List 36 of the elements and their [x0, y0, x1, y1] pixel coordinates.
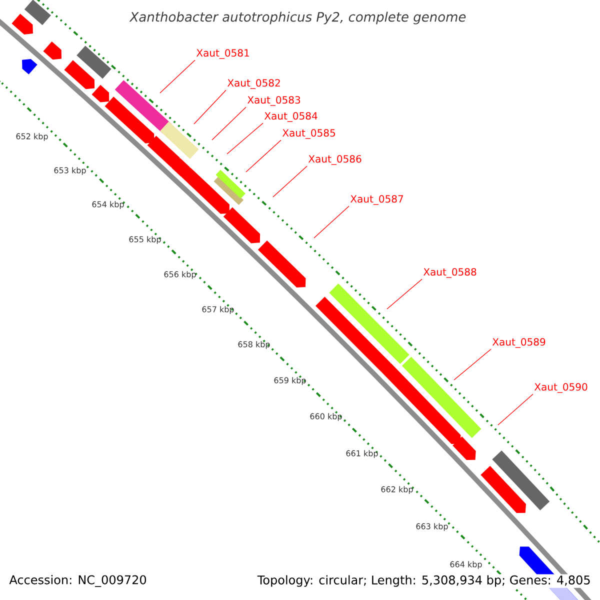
- scale-label: 661 kbp: [346, 450, 378, 458]
- leader-line: [272, 166, 308, 198]
- scale-label: 663 kbp: [416, 523, 448, 531]
- gene-label: Xaut_0585: [282, 129, 335, 139]
- gene-label: Xaut_0586: [308, 155, 362, 165]
- gene-label: Xaut_0589: [492, 338, 546, 348]
- gene-label: Xaut_0584: [264, 112, 318, 122]
- scale-label: 659 kbp: [274, 377, 306, 385]
- gene-label: Xaut_0581: [196, 49, 249, 59]
- leader-line: [246, 140, 282, 172]
- scale-label: 655 kbp: [129, 236, 161, 244]
- scale-label: 662 kbp: [381, 486, 413, 494]
- scale-label: 657 kbp: [202, 306, 234, 314]
- scale-label: 658 kbp: [238, 341, 270, 349]
- scale-label: 660 kbp: [310, 413, 342, 421]
- leader-line: [194, 90, 226, 124]
- leader-line: [212, 106, 246, 140]
- leader-line: [314, 206, 350, 238]
- footer-text: Accession: NC_009720: [9, 575, 146, 587]
- leader-line: [498, 394, 534, 426]
- leader-line: [226, 122, 264, 154]
- leader-line: [160, 60, 196, 94]
- scale-label: 656 kbp: [164, 271, 196, 279]
- gene-label: Xaut_0582: [228, 79, 280, 89]
- gene-label: Xaut_0588: [424, 268, 476, 278]
- title: Xanthobacter autotrophicus Py2, complete genome: [129, 12, 466, 24]
- scale-label: 654 kbp: [92, 201, 124, 209]
- scale-label: 664 kbp: [450, 561, 482, 569]
- gene-label: Xaut_0590: [534, 383, 588, 393]
- footer-text: Topology: circular; Length: 5,308,934 bp; Genes: 4,805: [257, 575, 590, 587]
- leader-line: [386, 278, 422, 310]
- leader-line: [454, 348, 492, 380]
- gene-label: Xaut_0583: [248, 96, 300, 106]
- gene-label: Xaut_0587: [350, 195, 404, 205]
- scale-label: 652 kbp: [16, 133, 48, 141]
- scale-label: 653 kbp: [54, 167, 86, 175]
